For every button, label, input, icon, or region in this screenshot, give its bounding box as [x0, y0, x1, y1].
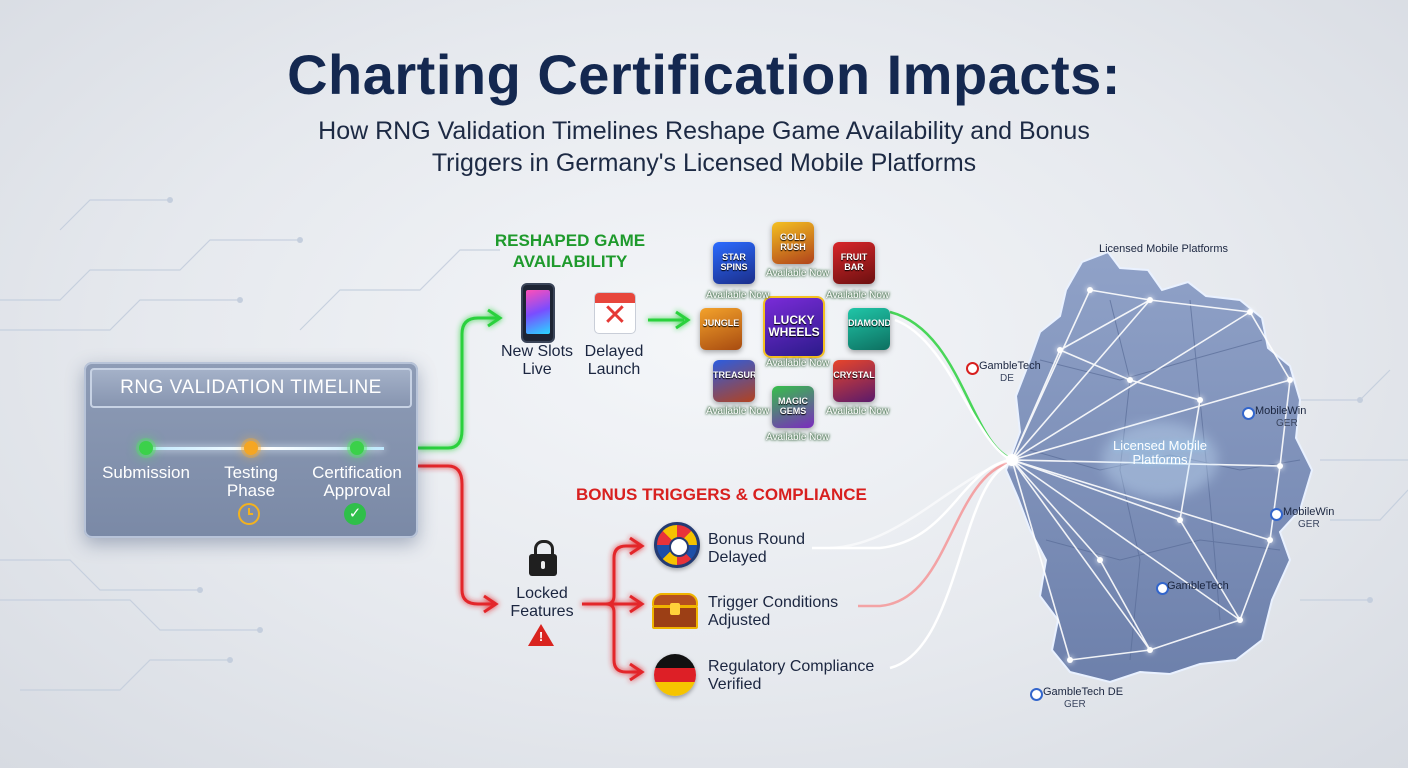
- delayed-launch-label: Delayed Launch: [584, 343, 644, 378]
- calendar-cancel-icon: ✕: [594, 292, 636, 334]
- operator-marker: [1156, 582, 1169, 595]
- treasure-chest-icon: [652, 593, 698, 629]
- slot-tile[interactable]: MAGIC GEMS: [772, 386, 814, 428]
- operator-name: MobileWin: [1283, 506, 1335, 518]
- operator-marker: [966, 362, 979, 375]
- slot-tile[interactable]: TREASURE: [713, 360, 755, 402]
- operator-name: GambleTech: [1167, 580, 1229, 592]
- new-slots-label: New Slots Live: [500, 343, 574, 378]
- slot-tile[interactable]: DIAMONDS: [848, 308, 890, 350]
- testing-dot: [244, 441, 258, 455]
- regulatory-compliance-label: Regulatory Compliance Verified: [708, 658, 875, 693]
- locked-features-label: Locked Features: [510, 585, 574, 620]
- lock-icon: [529, 540, 557, 578]
- operator-region: GER: [1064, 699, 1086, 710]
- available-now-label: Available Now: [706, 406, 770, 417]
- map-top-label: Licensed Mobile Platforms: [1099, 243, 1229, 255]
- green-flow-line: [418, 316, 498, 450]
- slot-tile[interactable]: CRYSTAL: [833, 360, 875, 402]
- available-now-label: Available Now: [706, 290, 770, 301]
- timeline-header: RNG VALIDATION TIMELINE: [90, 368, 412, 408]
- step-testing: Testing Phase: [224, 463, 278, 500]
- slot-tile-featured[interactable]: LUCKY WHEELS: [765, 298, 823, 356]
- green-arrow: [487, 308, 503, 328]
- bonus-round-label: Bonus Round Delayed: [708, 531, 805, 566]
- operator-region: GER: [1276, 418, 1298, 429]
- operator-marker: [1270, 508, 1283, 521]
- operator-name: MobileWin: [1255, 405, 1307, 417]
- red-flow-line: [418, 464, 494, 606]
- available-now-label: Available Now: [766, 432, 830, 443]
- available-now-label: Available Now: [826, 406, 890, 417]
- slot-tile[interactable]: STAR SPINS: [713, 242, 755, 284]
- step-approval: Certification Approval: [312, 463, 402, 500]
- operator-marker: [1030, 688, 1043, 701]
- operator-region: DE: [1000, 373, 1014, 384]
- bonus-heading: BONUS TRIGGERS & COMPLIANCE: [576, 485, 867, 504]
- phone-icon: [521, 283, 555, 343]
- warning-icon: [528, 624, 554, 646]
- submission-dot: [139, 441, 153, 455]
- trigger-conditions-label: Trigger Conditions Adjusted: [708, 594, 839, 629]
- step-submission: Submission: [102, 463, 190, 482]
- available-now-label: Available Now: [826, 290, 890, 301]
- map-center-label: Licensed Mobile Platforms: [1113, 438, 1207, 467]
- germany-flag-icon: [654, 654, 696, 696]
- check-icon: ✓: [344, 503, 366, 525]
- availability-heading: RESHAPED GAME AVAILABILITY: [494, 231, 646, 271]
- clock-icon: [238, 503, 260, 525]
- rng-timeline-card: RNG VALIDATION TIMELINE Submission Testi…: [84, 362, 418, 538]
- slot-tile[interactable]: JUNGLE: [700, 308, 742, 350]
- page-title: Charting Certification Impacts:: [287, 43, 1121, 106]
- operator-marker: [1242, 407, 1255, 420]
- operator-name: GambleTech: [979, 360, 1041, 372]
- subtitle-line-1: How RNG Validation Timelines Reshape Gam…: [318, 117, 1090, 145]
- slot-tile[interactable]: FRUIT BAR: [833, 242, 875, 284]
- available-now-label: Available Now: [766, 268, 830, 279]
- slot-tile[interactable]: GOLD RUSH: [772, 222, 814, 264]
- timeline-track: [144, 447, 384, 450]
- approval-dot: [350, 441, 364, 455]
- available-now-label: Available Now: [766, 358, 830, 369]
- operator-region: GER: [1298, 519, 1320, 530]
- subtitle-line-2: Triggers in Germany's Licensed Mobile Pl…: [431, 149, 977, 177]
- operator-name: GambleTech DE: [1043, 686, 1124, 698]
